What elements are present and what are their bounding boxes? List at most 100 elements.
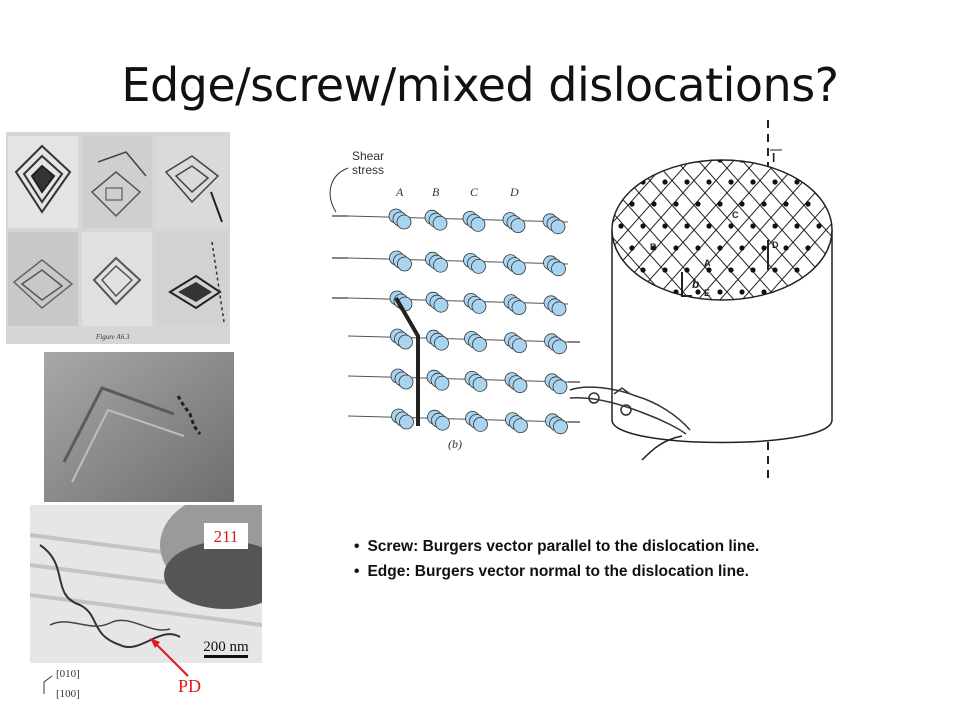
mesh-node	[618, 223, 624, 229]
lattice-atom	[553, 419, 568, 435]
mesh-node	[728, 223, 734, 229]
label-burgers: b	[692, 277, 699, 291]
mesh-node	[706, 179, 712, 185]
direction-010-label: [010]	[56, 668, 80, 680]
mesh-node	[783, 245, 789, 251]
mesh-node	[772, 223, 778, 229]
mesh-node	[651, 245, 657, 251]
mesh-node	[717, 245, 723, 251]
mesh-line	[572, 140, 598, 320]
micrograph-panel-6	[156, 232, 228, 326]
mesh-node	[816, 179, 822, 185]
lattice-atom	[512, 378, 528, 394]
mesh-node	[695, 201, 701, 207]
lattice-atom	[551, 301, 567, 317]
mesh-node	[772, 179, 778, 185]
mesh-node	[662, 223, 668, 229]
lattice-atom	[434, 375, 450, 391]
mesh-node	[750, 223, 756, 229]
mesh-node	[827, 160, 832, 163]
label-e: E	[704, 288, 710, 298]
bullet-edge: •Edge: Burgers vector normal to the disl…	[354, 563, 749, 580]
lattice-atom	[510, 218, 526, 233]
mesh-node	[849, 157, 854, 162]
scale-bar	[204, 655, 248, 658]
lattice-atom	[512, 338, 527, 354]
mesh-line	[612, 160, 731, 300]
tem-211-image: 211 200 nm	[30, 505, 262, 663]
mesh-node	[673, 201, 679, 207]
micrograph-grid-art: Figure A6.3	[6, 132, 230, 344]
pd-label: PD	[178, 676, 202, 696]
mesh-line	[701, 160, 832, 300]
micrograph-panel-2	[82, 136, 152, 228]
mesh-node	[750, 267, 756, 273]
lattice-atom	[399, 414, 414, 430]
mesh-line	[723, 160, 832, 300]
lattice-row-line	[347, 257, 569, 265]
mesh-node	[640, 223, 646, 229]
mesh-node	[783, 160, 789, 163]
lattice-atom	[433, 257, 448, 273]
cylinder-art: l B C D A E b	[572, 120, 892, 480]
label-c: C	[732, 210, 739, 220]
mesh-line	[878, 140, 892, 320]
mesh-node	[629, 201, 635, 207]
mesh-node	[717, 289, 723, 295]
micrograph-panel-3	[156, 136, 228, 228]
mesh-line	[572, 140, 576, 320]
lattice-atom	[473, 416, 488, 432]
micrograph-caption: Figure A6.3	[95, 333, 130, 341]
label-d: D	[772, 240, 779, 250]
lattice-atom	[552, 379, 568, 395]
mesh-node	[816, 223, 822, 229]
mesh-line	[572, 140, 598, 320]
mesh-node	[838, 179, 843, 184]
edge-dislocation-lattice: Shear stress A B C D (b)	[318, 146, 580, 458]
mesh-node	[849, 201, 854, 206]
tem-photo-art	[44, 352, 234, 502]
micrograph-grid: Figure A6.3	[6, 132, 230, 344]
mesh-node	[662, 267, 668, 273]
screw-dislocation-cylinder: l B C D A E b	[572, 120, 892, 480]
label-b: B	[650, 242, 657, 252]
mesh-node	[761, 245, 767, 251]
mesh-node	[827, 201, 832, 207]
lattice-atom	[397, 256, 412, 272]
lattice-row-line	[347, 335, 569, 343]
zone-axis-label: 211	[214, 527, 239, 546]
mesh-line	[878, 140, 892, 320]
lattice-atom	[511, 300, 527, 316]
bullet-list: •Screw: Burgers vector parallel to the d…	[354, 534, 759, 584]
tem-dislocation-photo	[44, 352, 234, 502]
lattice-row-line	[347, 215, 569, 223]
lattice-atom	[396, 214, 412, 230]
car-doodle-icon	[569, 386, 691, 435]
mesh-node	[673, 160, 679, 163]
mesh-node	[783, 201, 789, 207]
mesh-node	[684, 267, 690, 273]
micrograph-panel-4	[8, 232, 78, 326]
mesh-node	[761, 201, 767, 207]
bullet-screw: •Screw: Burgers vector parallel to the d…	[354, 538, 760, 555]
mesh-node	[739, 201, 745, 207]
col-a-label: A	[395, 185, 404, 199]
mesh-node	[794, 179, 800, 185]
mesh-node	[761, 160, 767, 163]
lattice-row-line	[347, 297, 569, 305]
mesh-node	[684, 179, 690, 185]
mesh-node	[651, 201, 657, 207]
col-c-label: C	[470, 185, 479, 199]
mesh-node	[761, 289, 767, 295]
label-a: A	[704, 258, 711, 268]
mesh-node	[695, 289, 701, 295]
mesh-node	[794, 267, 800, 273]
lattice-atom	[472, 376, 488, 392]
mesh-node	[673, 245, 679, 251]
slide-title: Edge/screw/mixed dislocations?	[121, 58, 839, 112]
lattice-atom	[470, 217, 486, 232]
label-l: l	[772, 151, 775, 165]
mesh-node	[629, 160, 635, 163]
shear-label-2: stress	[352, 163, 384, 177]
lattice-atom	[550, 219, 566, 235]
